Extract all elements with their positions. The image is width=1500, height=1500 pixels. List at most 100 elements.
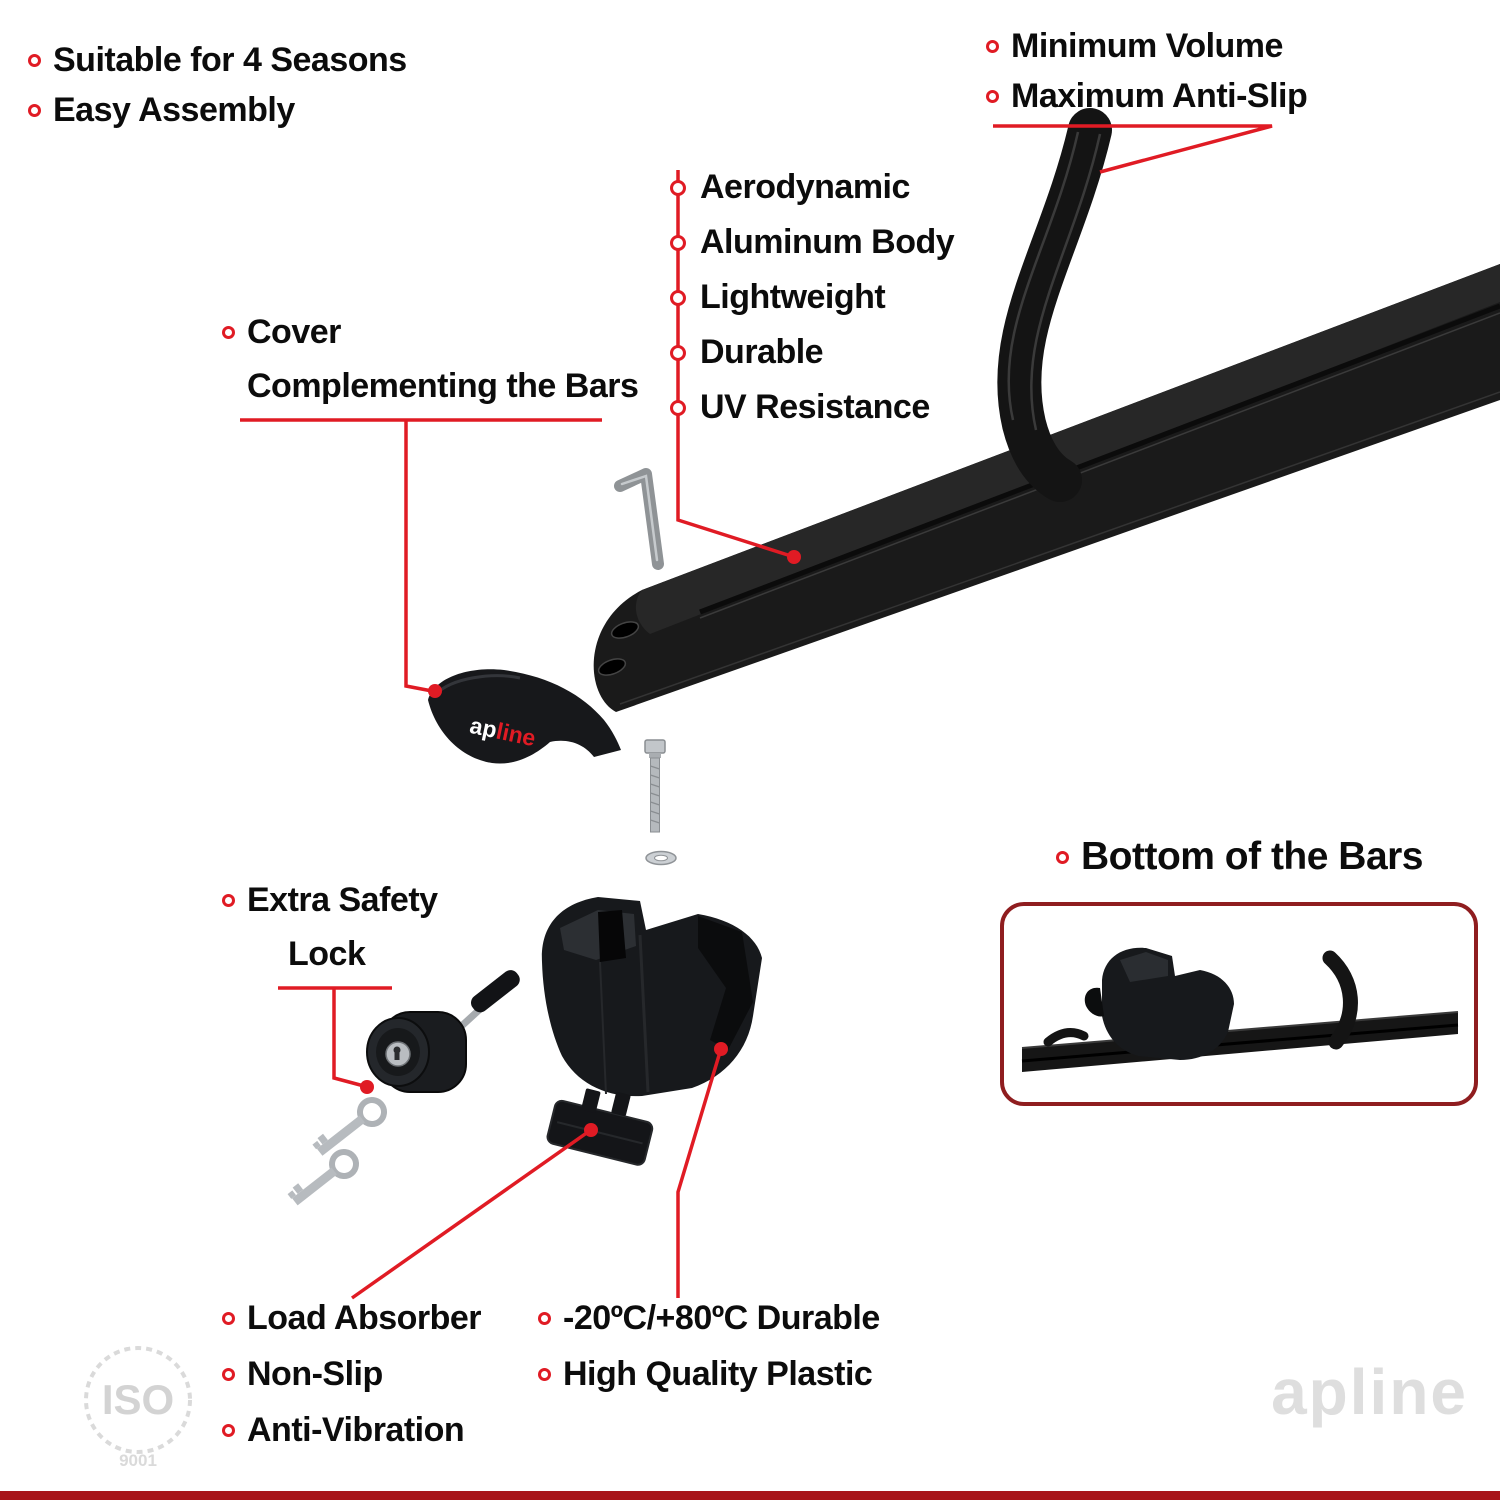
connector-lock bbox=[332, 988, 365, 1088]
bullet-icon bbox=[28, 53, 41, 67]
iso-watermark: ISO 9001 bbox=[84, 1346, 192, 1470]
bullet-icon bbox=[986, 89, 999, 103]
bottom-view-bar-edge bbox=[1021, 1011, 1459, 1049]
list-item-assembly: Easy Assembly bbox=[28, 90, 295, 131]
clamp-seam bbox=[556, 1121, 643, 1145]
clamp-peg-2 bbox=[611, 1091, 631, 1117]
bar-channel-opening-top bbox=[610, 621, 640, 639]
iso-title: ISO bbox=[102, 1376, 174, 1423]
feature-item-uv: UV Resistance bbox=[700, 387, 930, 428]
iso-subtitle: 9001 bbox=[119, 1451, 157, 1470]
label-seasons: Suitable for 4 Seasons bbox=[53, 41, 407, 79]
foot-mount-groove-2 bbox=[599, 961, 607, 1095]
foot-mount bbox=[541, 897, 762, 1097]
clamp-piece bbox=[546, 1088, 654, 1166]
bullet-icon bbox=[538, 1367, 551, 1381]
bullet-icon bbox=[1056, 850, 1069, 864]
feature-item-lightweight: Lightweight bbox=[700, 277, 886, 318]
feature-item-durable: Durable bbox=[700, 332, 824, 373]
feature-bullet-2 bbox=[670, 235, 686, 251]
connector-load-absorber bbox=[350, 1130, 590, 1300]
cover-body bbox=[428, 669, 621, 764]
keyhole-slot bbox=[394, 1051, 400, 1060]
list-item-anti-vibration: Anti-Vibration bbox=[222, 1410, 465, 1451]
rubber-strip-channel-2 bbox=[1030, 133, 1102, 431]
brand-watermark: apline bbox=[1271, 1356, 1468, 1428]
bullet-icon bbox=[986, 39, 999, 53]
label-load-absorber: Load Absorber bbox=[247, 1299, 482, 1337]
label-assembly: Easy Assembly bbox=[53, 91, 295, 129]
feature-bullet-1 bbox=[670, 180, 686, 196]
label-lock: Lock bbox=[288, 935, 366, 973]
main-bar-bottom-edge bbox=[619, 391, 1500, 705]
list-item-temperature: -20ºC/+80ºC Durable bbox=[538, 1298, 880, 1339]
label-durable: Durable bbox=[700, 333, 824, 371]
connector-durable bbox=[676, 1051, 722, 1298]
bottom-of-bars-box bbox=[1000, 902, 1478, 1106]
bolt-collar bbox=[649, 753, 661, 758]
main-bar-groove bbox=[699, 303, 1500, 615]
dot-durable bbox=[714, 1042, 728, 1056]
list-item-cover: Cover bbox=[222, 312, 341, 353]
key-2 bbox=[287, 1149, 359, 1206]
main-bar-groove-highlight bbox=[699, 312, 1500, 619]
list-item-non-slip: Non-Slip bbox=[222, 1354, 383, 1395]
foot-mount-channel bbox=[598, 910, 626, 962]
bottom-view-hook bbox=[1084, 987, 1104, 1017]
bullet-icon bbox=[28, 103, 41, 117]
list-item-volume: Minimum Volume bbox=[986, 26, 1283, 67]
dot-lock bbox=[360, 1080, 374, 1094]
cover-piece: apline bbox=[428, 669, 621, 764]
list-item-cover-2: Complementing the Bars bbox=[247, 366, 639, 407]
label-cover: Cover bbox=[247, 313, 341, 351]
bolt bbox=[644, 739, 677, 866]
label-high-quality-plastic: High Quality Plastic bbox=[563, 1355, 873, 1393]
label-lightweight: Lightweight bbox=[700, 278, 886, 316]
feature-item-aluminum: Aluminum Body bbox=[700, 222, 955, 263]
connector-cover bbox=[404, 420, 433, 693]
allen-key-highlight bbox=[620, 474, 659, 562]
feature-bullets bbox=[670, 180, 686, 416]
bottom-view-clamp-facet bbox=[1120, 952, 1168, 982]
rubber-strip-body bbox=[997, 108, 1112, 502]
bullet-icon bbox=[222, 1311, 235, 1325]
dot-load-absorber bbox=[584, 1123, 598, 1137]
feature-item-aerodynamic: Aerodynamic bbox=[700, 167, 910, 208]
connector-anti-slip bbox=[993, 124, 1273, 174]
feature-bullet-3 bbox=[670, 290, 686, 306]
label-anti-vibration: Anti-Vibration bbox=[247, 1411, 465, 1449]
label-uv-resistance: UV Resistance bbox=[700, 388, 930, 426]
list-item-antislip: Maximum Anti-Slip bbox=[986, 76, 1308, 117]
label-non-slip: Non-Slip bbox=[247, 1355, 383, 1393]
list-item-safety-2: Lock bbox=[288, 934, 366, 975]
allen-key bbox=[614, 468, 664, 570]
rubber-strip bbox=[997, 108, 1112, 502]
label-extra-safety: Extra Safety bbox=[247, 881, 438, 919]
bottom-view-rubber-curl bbox=[1322, 950, 1358, 1050]
bottom-view-art bbox=[1021, 947, 1459, 1072]
bullet-icon bbox=[222, 325, 235, 339]
safety-lock bbox=[366, 970, 520, 1093]
keys bbox=[287, 1097, 387, 1206]
bullet-icon bbox=[222, 1423, 235, 1437]
list-item-plastic: High Quality Plastic bbox=[538, 1354, 873, 1395]
rubber-strip-channel-1 bbox=[1007, 131, 1080, 421]
feature-bullet-4 bbox=[670, 345, 686, 361]
brand-logo-prefix: ap bbox=[468, 712, 500, 743]
label-volume: Minimum Volume bbox=[1011, 27, 1283, 65]
label-aluminum: Aluminum Body bbox=[700, 223, 955, 261]
label-bottom-of-bars: Bottom of the Bars bbox=[1081, 835, 1424, 878]
list-item-safety: Extra Safety bbox=[222, 880, 438, 921]
connector-features bbox=[676, 170, 792, 558]
bolt-threads bbox=[650, 765, 660, 824]
key-1 bbox=[312, 1097, 387, 1156]
feature-bullet-5 bbox=[670, 400, 686, 416]
dot-features bbox=[787, 550, 801, 564]
label-antislip: Maximum Anti-Slip bbox=[1011, 77, 1308, 115]
bolt-head bbox=[644, 739, 666, 754]
bullet-icon bbox=[222, 893, 235, 907]
lock-t-handle bbox=[471, 970, 520, 1013]
iso-badge-circle bbox=[84, 1346, 192, 1454]
foot-mount-wing bbox=[698, 916, 753, 1050]
